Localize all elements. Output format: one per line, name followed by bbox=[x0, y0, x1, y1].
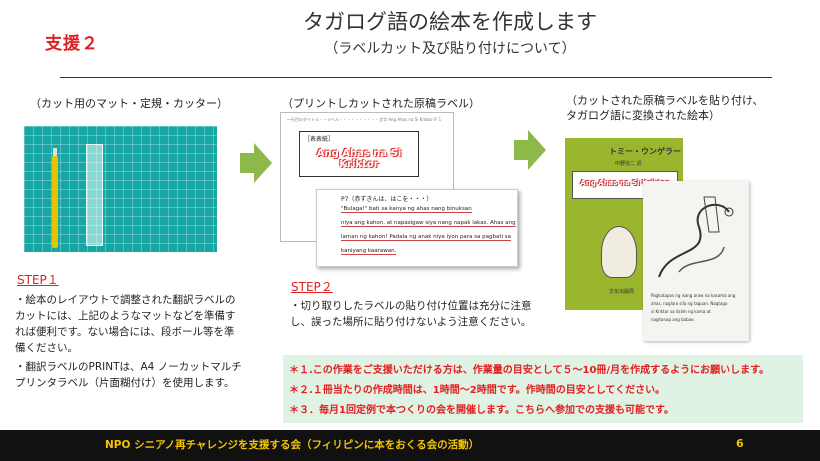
right-arrow-icon bbox=[240, 143, 272, 183]
pasted-title-text: Ang Ahas na Si Kriktor bbox=[580, 179, 670, 187]
cutting-mat-photo bbox=[24, 126, 217, 252]
notes-box: ＊１.この作業をご支援いただける方は、作業量の目安として５～10冊/月を作成する… bbox=[283, 355, 803, 423]
note-item: ＊３．毎月1回定例で本つくりの会を開催します。こちらへ参加での支援も可能です。 bbox=[289, 405, 674, 416]
book-cover-title: トミー・ウンゲラー bbox=[609, 147, 681, 156]
text-label-line: laman ng kahon! Padala ng anak niya iyon… bbox=[341, 234, 512, 241]
page-title: タガログ語の絵本を作成します bbox=[303, 10, 597, 34]
caption-mat: （カット用のマット・定規・カッター） bbox=[30, 97, 228, 110]
cover-label-tag: ［表表紙］ bbox=[304, 136, 335, 143]
cutter-blade bbox=[53, 148, 57, 158]
book-illustration bbox=[601, 226, 637, 278]
title-divider bbox=[60, 77, 772, 78]
book-inner-page-photo: Pagkatapos ng isang araw na kasama ang a… bbox=[643, 181, 749, 341]
inner-page-line: si Kriktor sa ilalim ng kama at bbox=[651, 309, 711, 314]
caption-print: （プリントしカットされた原稿ラベル） bbox=[282, 97, 480, 110]
note-item: ＊２.１冊当たりの作成時間は、1時間～2時間です。作時間の目安としてください。 bbox=[289, 385, 666, 396]
text-label-line: niya ang kahon, at napasigaw siya nang n… bbox=[341, 220, 516, 227]
inner-page-line: Pagkatapos ng isang araw na kasama ang bbox=[651, 293, 736, 298]
book-cover-translator: 中野完二 訳 bbox=[615, 161, 642, 167]
footer-organization: NPO シニアノ再チャレンジを支援する会（フィリピンに本をおくる会の活動） bbox=[105, 439, 480, 451]
snake-illustration bbox=[658, 196, 734, 278]
section-badge: 支援２ bbox=[45, 34, 99, 54]
cutter-image bbox=[52, 156, 58, 248]
right-arrow-icon bbox=[514, 130, 546, 170]
step1-text-print: ・翻訳ラベルのPRINTは、A4 ノーカットマルチプリンタラベル（片面糊付け）を… bbox=[15, 361, 242, 389]
caption-book: （カットされた原稿ラベルを貼り付け、タガログ語に変換された絵本） bbox=[566, 94, 764, 122]
step1-text-mat: ・絵本のレイアウトで調整された翻訳ラベルのカットには、上記のようなマットなどを準… bbox=[15, 294, 236, 354]
text-label-line: kaniyang kaarawan. bbox=[341, 248, 397, 255]
text-label-line: "Bulaga!" bati sa kanya ng ahas nang bin… bbox=[341, 206, 472, 213]
step2-text: ・切り取りしたラベルの貼り付け位置は充分に注意し、誤った場所に貼り付けないよう注… bbox=[290, 300, 532, 328]
footer-bar: NPO シニアノ再チャレンジを支援する会（フィリピンに本をおくる会の活動） 6 bbox=[0, 430, 820, 461]
inner-page-line: ahas, naglaro sila ng taguan. Nagtago bbox=[651, 301, 728, 306]
note-item: ＊１.この作業をご支援いただける方は、作業量の目安として５～10冊/月を作成する… bbox=[289, 365, 770, 376]
cover-label: ［表表紙］ Ang Ahas na Si Kriktor bbox=[299, 131, 419, 177]
ruler-image bbox=[86, 144, 103, 246]
cover-label-title: Ang Ahas na Si Kriktor bbox=[316, 148, 402, 170]
step2-heading: STEP２ bbox=[291, 280, 333, 294]
book-publisher: 文化出版局 bbox=[609, 289, 635, 295]
page-number: 6 bbox=[736, 437, 744, 450]
step1-heading: STEP１ bbox=[17, 273, 59, 287]
page-subtitle: （ラベルカット及び貼り付けについて） bbox=[324, 41, 576, 57]
text-label-sheet: P7（赤ずきんは、はこを・・・） "Bulaga!" bati sa kanya… bbox=[316, 189, 518, 267]
text-label-header: P7（赤ずきんは、はこを・・・） bbox=[341, 196, 433, 203]
label-sheet-header: 一行目のタイトル・・ラベル・・・・・・・・・・文字 Ang Ahas na Si… bbox=[287, 117, 442, 122]
inner-page-line: naghanap ang babae. bbox=[651, 317, 695, 322]
